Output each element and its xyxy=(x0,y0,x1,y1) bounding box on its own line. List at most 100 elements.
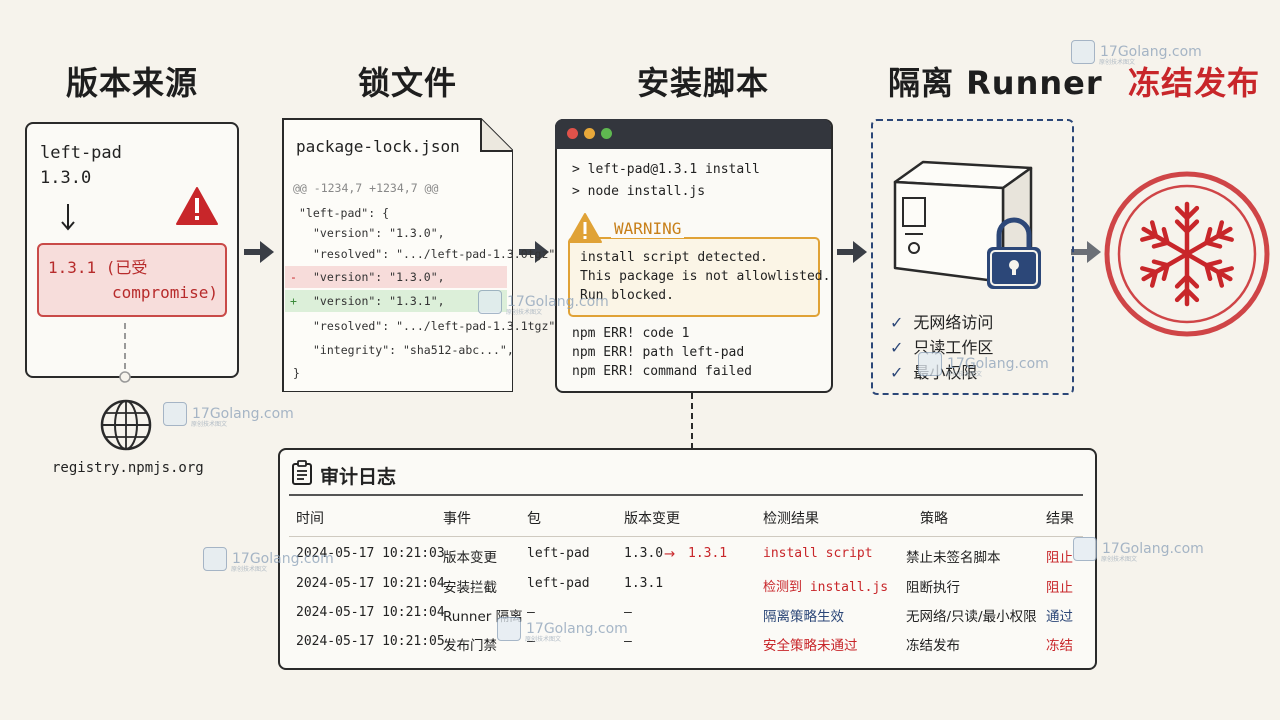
diff-line: "version": "1.3.0", xyxy=(285,222,507,244)
audit-cell-policy: 禁止未签名脚本 xyxy=(906,550,1001,566)
warning-line-3: Run blocked. xyxy=(580,288,674,303)
audit-cell-version-from: 1.3.1 xyxy=(624,576,664,591)
compromised-version-box xyxy=(37,243,227,317)
audit-cell-package: left-pad xyxy=(527,576,590,591)
diff-line: "integrity": "sha512-abc...", xyxy=(285,339,514,361)
clipboard-icon xyxy=(292,460,312,485)
compromised-version-text: 1.3.1 (已受 compromise) xyxy=(48,255,218,305)
audit-cell-package: – xyxy=(527,634,535,649)
audit-cell-event: 发布门禁 xyxy=(443,638,497,654)
stage-title-install: 安装脚本 xyxy=(637,64,770,102)
audit-cell-version-from: – xyxy=(624,605,632,620)
terminal-titlebar xyxy=(555,119,831,149)
diff-line: "resolved": ".../left-pad-1.3.0tgz", xyxy=(285,243,562,265)
runner-check-item: ✓ 无网络访问 xyxy=(890,309,993,333)
audit-col-header: 版本变更 xyxy=(624,511,680,527)
registry-label: registry.npmjs.org xyxy=(52,460,204,476)
runner-check-label: 无网络访问 xyxy=(913,313,994,332)
old-version: 1.3.0 xyxy=(40,168,92,188)
package-name: left-pad xyxy=(40,143,122,163)
warning-line-2: This package is not allowlisted. xyxy=(580,269,831,284)
arrow-right-icon xyxy=(1071,241,1101,263)
audit-cell-version-from: – xyxy=(624,634,632,649)
diff-marker: - xyxy=(290,270,297,284)
arrow-down-icon xyxy=(61,204,75,231)
audit-cell-policy: 无网络/只读/最小权限 xyxy=(906,609,1037,625)
diff-line: - "version": "1.3.0", xyxy=(285,266,507,288)
audit-cell-detect: 检测到 install.js xyxy=(763,580,889,595)
globe-icon xyxy=(100,399,152,451)
compromised-line-1: 1.3.1 (已受 xyxy=(48,258,148,277)
watermark: 17Golang.com 原创技术图文 xyxy=(1073,537,1204,563)
arrow-right-icon xyxy=(244,241,274,263)
diff-text: "version": "1.3.1", xyxy=(313,294,445,308)
watermark-logo-icon xyxy=(1073,537,1097,561)
diff-text: "resolved": ".../left-pad-1.3.1tgz", xyxy=(313,319,563,333)
audit-col-header: 包 xyxy=(527,511,541,527)
audit-cell-result: 冻结 xyxy=(1046,638,1073,654)
close-dot-icon xyxy=(567,128,578,139)
npm-error-1: npm ERR! code 1 xyxy=(572,326,690,341)
snowflake-stamp-icon xyxy=(1104,171,1270,337)
warning-box xyxy=(568,237,820,317)
audit-cell-time: 2024-05-17 10:21:05 xyxy=(296,634,445,649)
diff-text: "version": "1.3.0", xyxy=(313,226,445,240)
watermark-logo-icon xyxy=(478,290,502,314)
warning-label: WARNING xyxy=(611,219,685,238)
terminal-cmd-1: > left-pad@1.3.1 install xyxy=(572,162,760,177)
diff-line: } xyxy=(285,362,507,384)
audit-cell-result: 阻止 xyxy=(1046,550,1073,566)
runner-isolation-box xyxy=(871,119,1074,395)
audit-cell-package: – xyxy=(527,605,535,620)
npm-error-2: npm ERR! path left-pad xyxy=(572,345,745,360)
padlock-icon xyxy=(987,217,1041,289)
npm-error-3: npm ERR! command failed xyxy=(572,364,753,379)
watermark-logo-icon xyxy=(1071,40,1095,64)
stage-title-freeze: 冻结发布 xyxy=(1128,64,1261,102)
diff-marker: + xyxy=(290,294,297,308)
audit-cell-version-to: 1.3.1 xyxy=(688,546,728,561)
divider xyxy=(289,536,1083,537)
audit-cell-detect: 安全策略未通过 xyxy=(763,638,858,654)
lockfile-document xyxy=(282,118,513,392)
check-icon: ✓ xyxy=(890,313,904,332)
stage-title-source: 版本来源 xyxy=(66,64,199,102)
audit-cell-detect: install script xyxy=(763,546,873,561)
diff-text: "version": "1.3.0", xyxy=(313,270,445,284)
warning-triangle-icon xyxy=(176,187,218,225)
diff-text: "integrity": "sha512-abc...", xyxy=(313,343,514,357)
watermark: 17Golang.com 原创技术图文 xyxy=(497,617,628,643)
watermark: 17Golang.com 原创技术图文 xyxy=(1071,40,1202,66)
audit-col-header: 结果 xyxy=(1046,511,1074,527)
watermark: 17Golang.com 原创技术图文 xyxy=(918,352,1049,378)
package-version-info: left-pad 1.3.0 xyxy=(40,141,122,191)
stage-title-lockfile: 锁文件 xyxy=(358,64,458,102)
diff-text: } xyxy=(293,366,300,380)
audit-log-title: 审计日志 xyxy=(320,466,397,488)
diff-text: "left-pad": { xyxy=(299,206,390,220)
watermark: 17Golang.com 原创技术图文 xyxy=(203,547,334,573)
audit-cell-package: left-pad xyxy=(527,546,590,561)
stage-title-runner: 隔离 Runner xyxy=(888,64,1103,102)
audit-cell-time: 2024-05-17 10:21:04 xyxy=(296,576,445,591)
audit-cell-time: 2024-05-17 10:21:03 xyxy=(296,546,445,561)
diff-line: + "version": "1.3.1", xyxy=(285,290,507,312)
audit-cell-time: 2024-05-17 10:21:04 xyxy=(296,605,445,620)
audit-col-header: 事件 xyxy=(443,511,471,527)
audit-cell-policy: 阻断执行 xyxy=(906,580,960,596)
diff-line: "left-pad": { xyxy=(285,202,507,224)
terminal-cmd-2: > node install.js xyxy=(572,184,706,199)
compromised-line-2: compromise) xyxy=(112,283,218,302)
diff-text: @@ -1234,7 +1234,7 @@ xyxy=(293,181,439,195)
audit-cell-event: 安装拦截 xyxy=(443,580,497,596)
registry-connector xyxy=(119,323,131,383)
watermark: 17Golang.com 原创技术图文 xyxy=(163,402,294,428)
audit-cell-detect: 隔离策略生效 xyxy=(763,609,844,625)
audit-col-header: 策略 xyxy=(920,511,948,527)
divider xyxy=(289,494,1083,496)
audit-cell-event: 版本变更 xyxy=(443,550,497,566)
audit-col-header: 时间 xyxy=(296,511,324,527)
warning-triangle-icon xyxy=(568,213,602,243)
audit-cell-result: 阻止 xyxy=(1046,580,1073,596)
arrow-right-icon: → xyxy=(664,546,676,562)
